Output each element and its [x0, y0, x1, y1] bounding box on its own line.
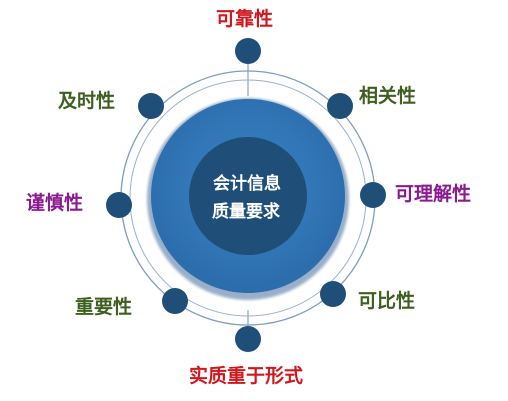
- node-bottom: [235, 326, 261, 352]
- center-title-line-1: 会计信息: [213, 174, 281, 194]
- label-timeliness: 及时性: [58, 90, 116, 112]
- label-prudence: 谨慎性: [26, 192, 84, 214]
- label-understandability: 可理解性: [395, 183, 472, 205]
- node-top-right: [327, 93, 353, 119]
- node-bottom-right: [320, 281, 346, 307]
- center-inner-disc: [189, 137, 307, 255]
- label-materiality: 重要性: [75, 296, 133, 318]
- node-top: [235, 38, 261, 64]
- label-reliability: 可靠性: [216, 8, 274, 30]
- label-substance-over-form: 实质重于形式: [189, 365, 304, 387]
- node-left: [106, 192, 132, 218]
- label-relevance: 相关性: [359, 85, 417, 107]
- node-top-left: [138, 93, 164, 119]
- node-right: [360, 182, 386, 208]
- center-title-line-2: 质量要求: [212, 202, 280, 222]
- label-comparability: 可比性: [358, 290, 416, 312]
- node-bottom-left: [162, 288, 188, 314]
